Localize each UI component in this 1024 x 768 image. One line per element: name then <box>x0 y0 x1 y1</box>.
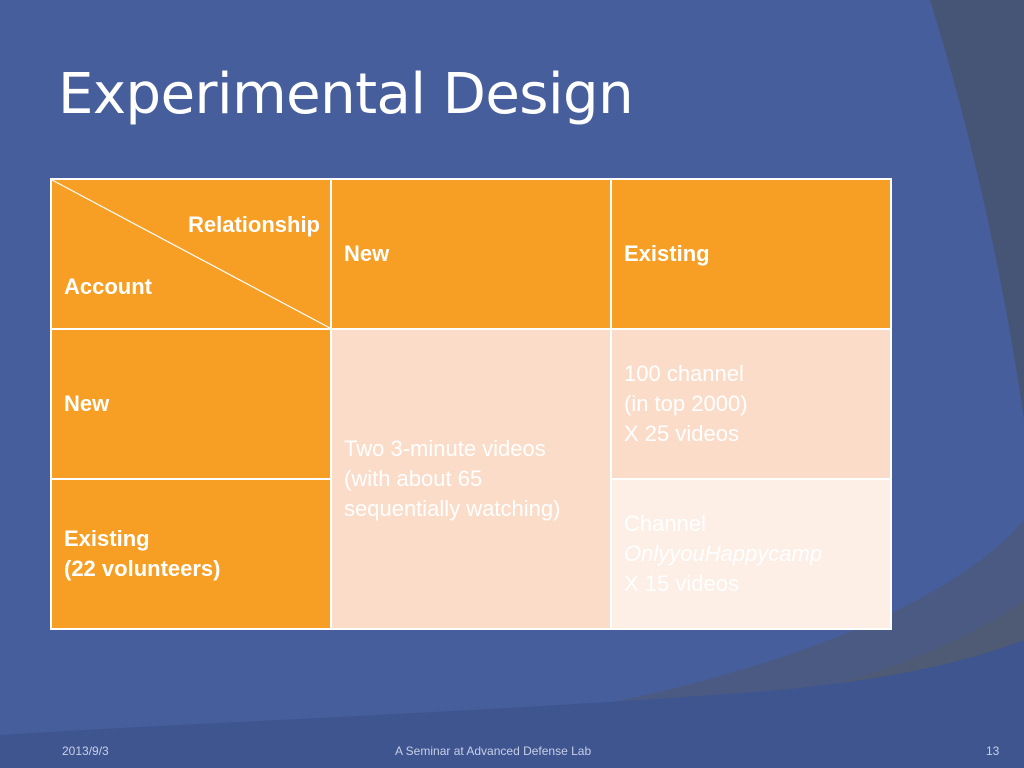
row-header-existing: Existing (22 volunteers) <box>50 478 332 630</box>
cell-line: 100 channel <box>624 361 744 386</box>
footer-page-number: 13 <box>986 744 1000 758</box>
row-header-new: New <box>50 328 332 480</box>
diagonal-divider <box>52 180 330 328</box>
header-row: Relationship Account New Existing <box>50 178 892 330</box>
cell-existing-account-existing-relationship: Channel OnlyyouHappycamp X 15 videos <box>610 478 892 630</box>
row-header-line: (22 volunteers) <box>64 556 221 581</box>
account-axis-label: Account <box>64 274 152 299</box>
cell-line: X 15 videos <box>624 571 739 596</box>
merged-cell-line: Two 3-minute videos <box>344 436 546 461</box>
relationship-axis-label: Relationship <box>187 212 320 237</box>
row-existing-account: Existing (22 volunteers) Channel Onlyyou… <box>50 478 892 630</box>
merged-new-relationship-cell: Two 3-minute videos (with about 65 seque… <box>330 328 612 630</box>
footer-title: A Seminar at Advanced Defense Lab <box>395 744 592 758</box>
cell-line: X 25 videos <box>624 421 739 446</box>
cell-line: Channel <box>624 511 706 536</box>
column-header-new: New <box>330 178 612 330</box>
channel-name: OnlyyouHappycamp <box>624 541 823 566</box>
merged-cell-line: sequentially watching) <box>344 496 561 521</box>
cell-line: (in top 2000) <box>624 391 748 416</box>
cell-new-account-existing-relationship: 100 channel (in top 2000) X 25 videos <box>610 328 892 480</box>
corner-header-cell: Relationship Account <box>50 178 332 330</box>
column-header-existing: Existing <box>610 178 892 330</box>
experimental-design-table: Relationship Account New Existing New Tw… <box>50 178 892 630</box>
row-header-line: Existing <box>64 526 150 551</box>
footer-date: 2013/9/3 <box>62 744 109 758</box>
row-new-account: New Two 3-minute videos (with about 65 s… <box>50 328 892 630</box>
merged-cell-line: (with about 65 <box>344 466 483 491</box>
slide-title: Experimental Design <box>58 62 634 127</box>
